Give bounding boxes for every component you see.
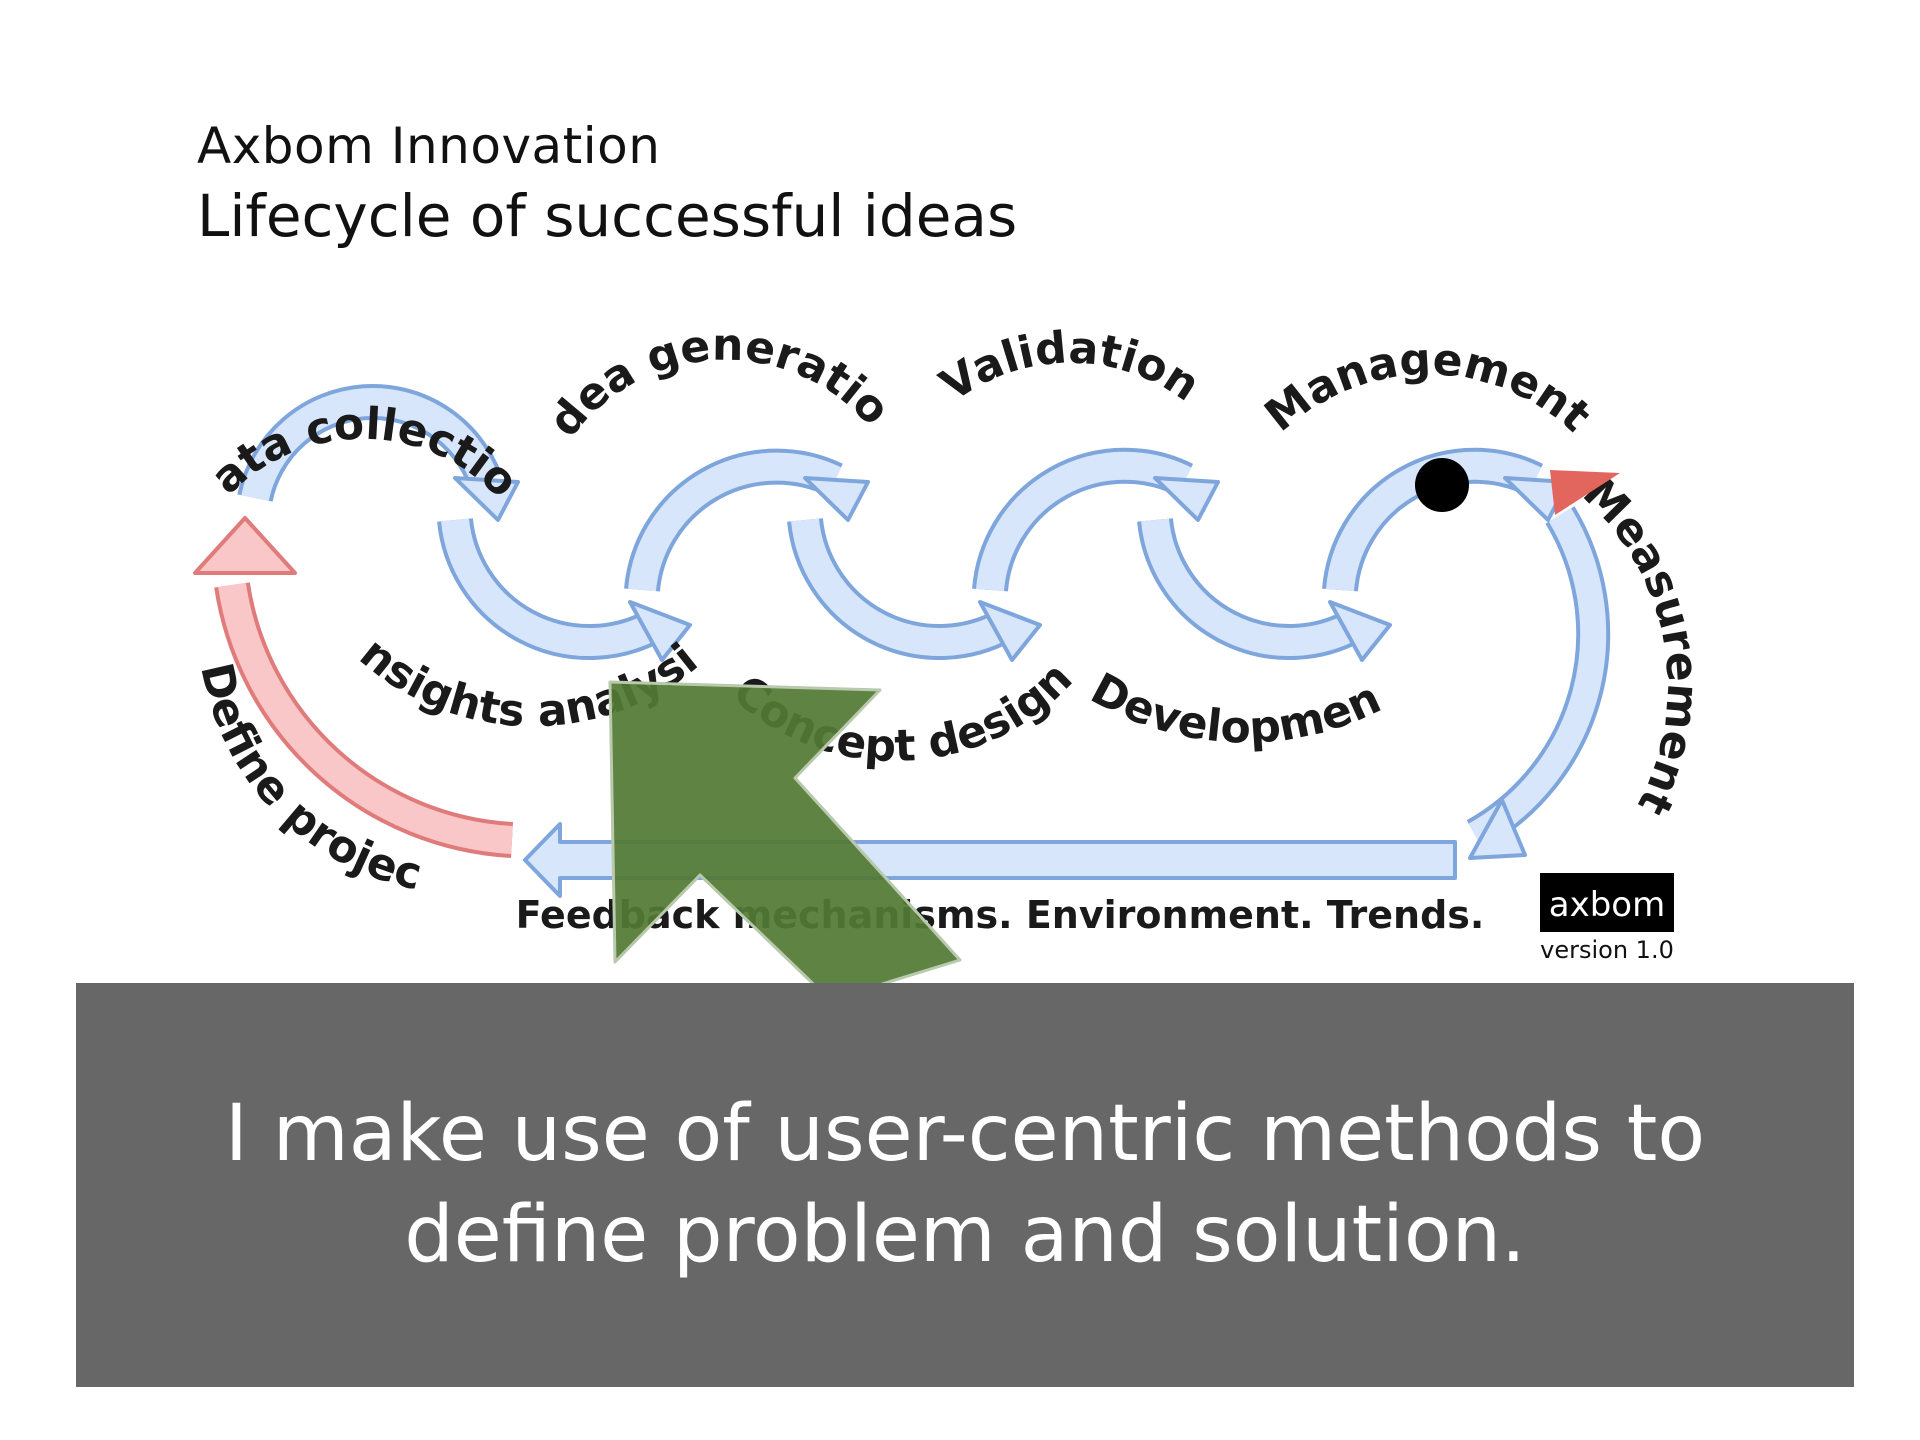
company-name: Axbom Innovation [197,117,661,175]
lifecycle-diagram: Data collection Idea generation Validati… [0,0,1709,1002]
define-project-label: Define project [0,0,427,900]
axbom-logo: axbom [1540,873,1674,932]
version-label: version 1.0 [1540,936,1674,964]
measurement-arrow [1466,506,1611,860]
caption-text: I make use of user-centric methods to de… [224,1088,1706,1280]
stage-label-validation: Validation [931,322,1208,411]
loop-arrow-data-collection [237,383,520,522]
diagram-subtitle: Lifecycle of successful ideas [197,182,1018,250]
loop-arrow-validation [972,447,1220,592]
stage-label-data-collection: Data collection [0,0,528,508]
logo-text: axbom [1549,885,1665,925]
marker-triangle [1550,470,1620,515]
loop-arrow-idea-generation [624,448,870,592]
loop-arrow-insights-analysis [437,517,692,662]
stage-label-idea-generation: Idea generation [0,0,900,446]
loop-arrow-development [1137,517,1392,662]
marker-dot [1415,458,1469,512]
caption-box: I make use of user-centric methods to de… [76,983,1854,1387]
pointer-arrow [608,680,962,1002]
loop-arrow-concept-design [787,517,1042,662]
stage-label-management: Management [1256,334,1601,442]
define-project-arrow [193,516,514,858]
